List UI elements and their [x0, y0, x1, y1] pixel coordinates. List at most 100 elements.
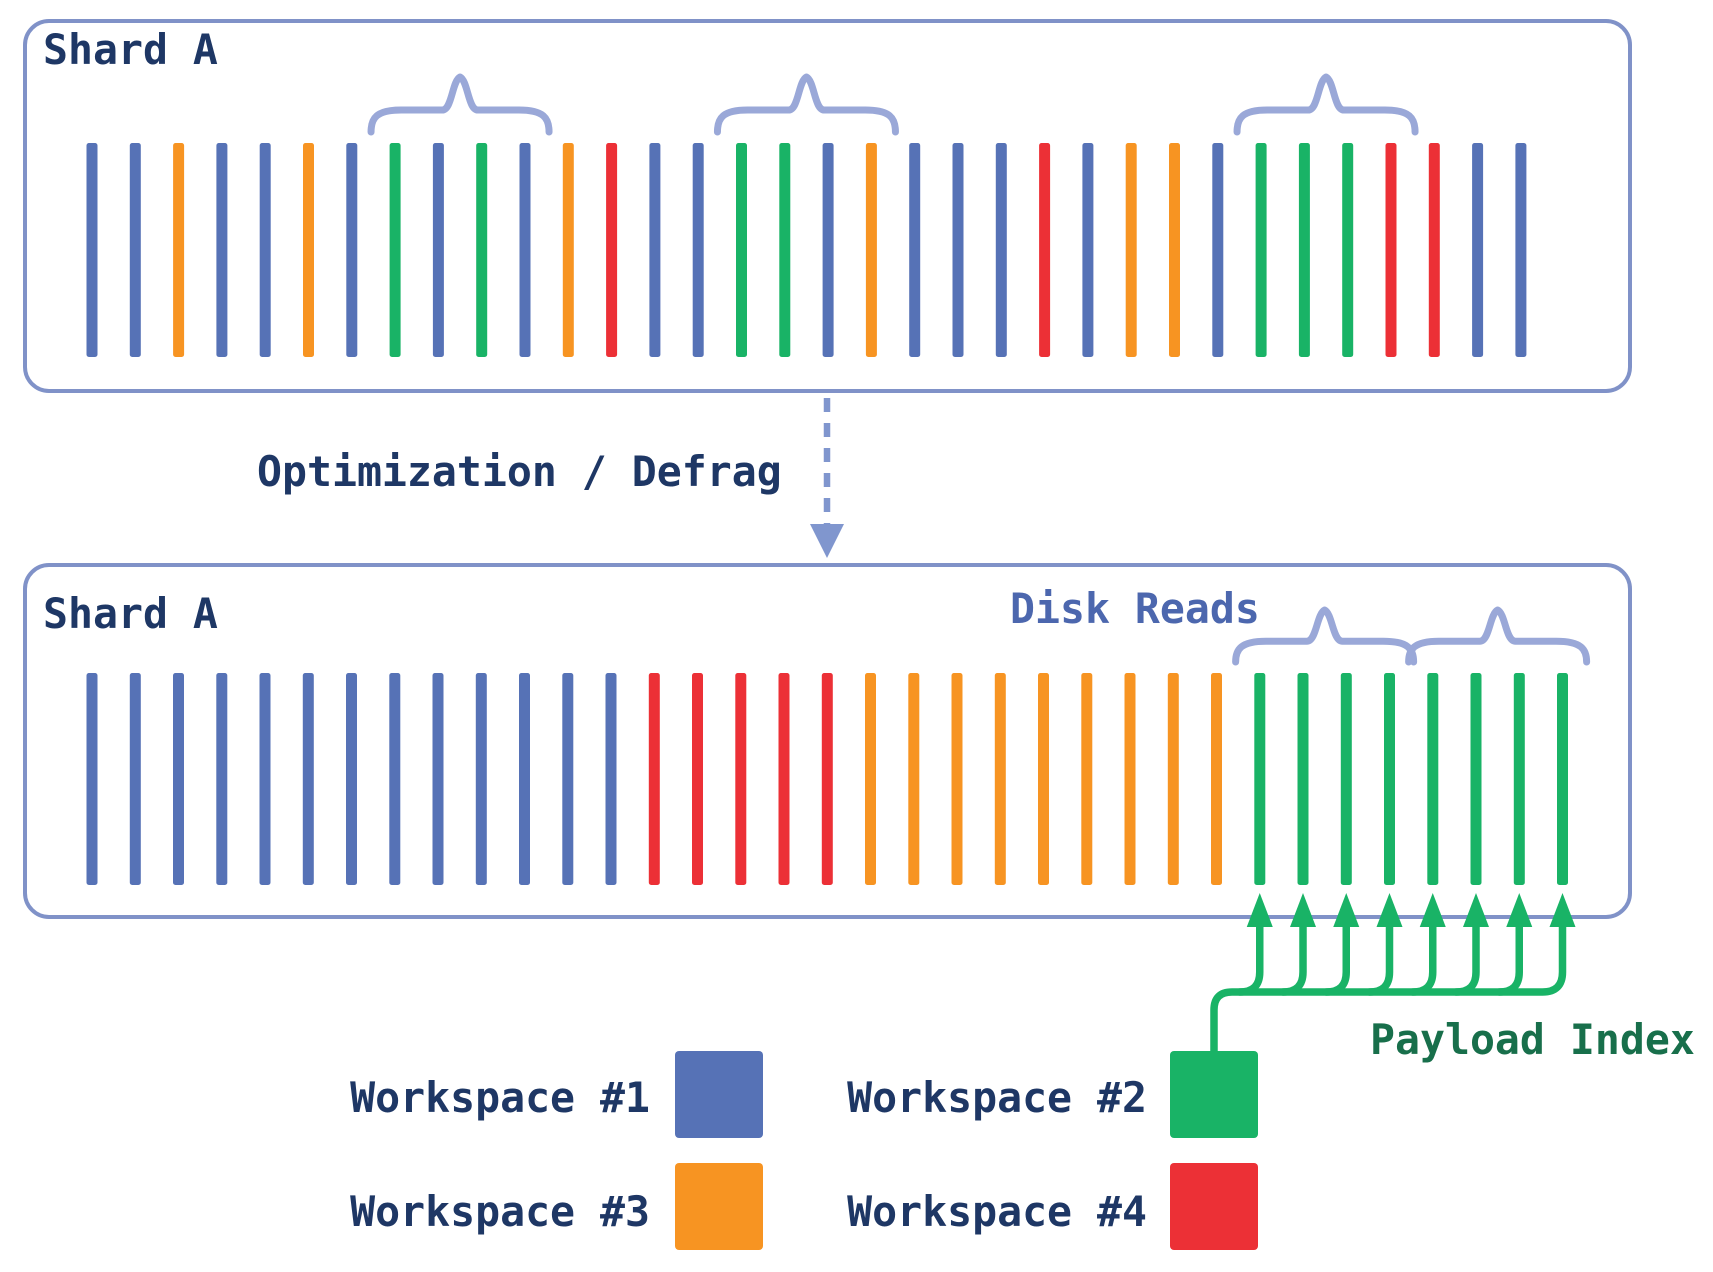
- segment-bar-workspace-1: [605, 673, 617, 885]
- segment-bar-workspace-2: [1340, 673, 1352, 885]
- segment-bar-workspace-4: [648, 673, 660, 885]
- legend-label-workspace-4: Workspace #4: [847, 1187, 1147, 1236]
- defrag-arrow-head-icon: [810, 524, 844, 558]
- segment-bar-workspace-1: [129, 143, 141, 357]
- bottom-shard-title: Shard A: [43, 589, 218, 638]
- segment-bar-workspace-1: [995, 143, 1007, 357]
- segment-bar-workspace-4: [735, 673, 747, 885]
- legend-swatch-workspace-1: [675, 1051, 763, 1138]
- segment-bar-workspace-1: [1472, 143, 1484, 357]
- segment-bar-workspace-1: [259, 673, 271, 885]
- segment-bar-workspace-4: [692, 673, 703, 885]
- segment-bar-workspace-3: [865, 673, 876, 885]
- segment-bar-workspace-2: [389, 143, 401, 357]
- payload-arrow-head-icon: [1419, 893, 1446, 927]
- segment-bar-workspace-3: [1211, 673, 1222, 885]
- disk-reads-label: Disk Reads: [1010, 584, 1260, 633]
- disk-read-brace-icon: [1232, 606, 1418, 666]
- payload-arrow-branch: [1322, 923, 1350, 996]
- payload-arrow-head-icon: [1333, 893, 1360, 927]
- segment-bar-workspace-4: [1428, 143, 1440, 357]
- segment-bar-workspace-3: [1167, 673, 1179, 885]
- segment-bar-workspace-2: [1254, 673, 1266, 885]
- bottom-shard-segments: [86, 673, 1568, 885]
- payload-arrow-branch: [1279, 923, 1307, 996]
- segment-bar-workspace-4: [1385, 143, 1397, 357]
- payload-arrow-trunk: [1210, 923, 1567, 1056]
- segment-bar-workspace-2: [476, 143, 488, 357]
- disk-read-brace-icon: [367, 73, 553, 136]
- payload-arrow-branch: [1495, 923, 1523, 996]
- segment-bar-workspace-1: [952, 143, 964, 357]
- segment-bar-workspace-1: [346, 143, 358, 357]
- segment-bar-workspace-1: [129, 673, 141, 885]
- bottom-shard-box: Shard A Disk Reads: [23, 563, 1632, 919]
- defrag-transition: Optimization / Defrag: [257, 398, 844, 558]
- segment-bar-workspace-2: [1342, 143, 1354, 357]
- segment-bar-workspace-3: [1124, 673, 1136, 885]
- segment-bar-workspace-1: [562, 673, 574, 885]
- segment-bar-workspace-3: [303, 143, 314, 357]
- segment-bar-workspace-1: [259, 143, 271, 357]
- segment-bar-workspace-4: [1039, 143, 1051, 357]
- segment-bar-workspace-3: [994, 673, 1006, 885]
- segment-bar-workspace-3: [173, 143, 185, 357]
- legend: Workspace #1 Workspace #2 Workspace #3 W…: [350, 1051, 1258, 1250]
- segment-bar-workspace-1: [86, 143, 98, 357]
- payload-index-arrows: [1210, 893, 1576, 1056]
- segment-bar-workspace-2: [1470, 673, 1482, 885]
- segment-bar-workspace-1: [649, 143, 661, 357]
- disk-read-brace-icon: [713, 73, 899, 136]
- legend-swatch-workspace-2: [1170, 1051, 1258, 1138]
- segment-bar-workspace-2: [1384, 673, 1395, 885]
- top-shard-box: Shard A: [23, 19, 1632, 393]
- payload-arrow-branch: [1236, 923, 1264, 996]
- segment-bar-workspace-1: [519, 673, 530, 885]
- payload-index-label: Payload Index: [1370, 1015, 1695, 1064]
- top-shard-segments: [86, 143, 1527, 357]
- payload-arrow-branch: [1409, 923, 1437, 996]
- disk-read-brace-icon: [1405, 606, 1591, 666]
- segment-bar-workspace-1: [432, 673, 444, 885]
- segment-bar-workspace-4: [778, 673, 790, 885]
- payload-arrow-head-icon: [1246, 893, 1273, 927]
- payload-arrow-head-icon: [1549, 893, 1576, 927]
- segment-bar-workspace-1: [216, 143, 228, 357]
- segment-bar-workspace-1: [475, 673, 487, 885]
- payload-arrow-branch: [1452, 923, 1480, 996]
- segment-bar-workspace-1: [692, 143, 704, 357]
- legend-item-workspace-2: Workspace #2: [847, 1051, 1258, 1138]
- segment-bar-workspace-3: [865, 143, 877, 357]
- segment-bar-workspace-3: [1038, 673, 1049, 885]
- segment-bar-workspace-1: [519, 143, 531, 357]
- segment-bar-workspace-1: [173, 673, 184, 885]
- legend-swatch-workspace-4: [1170, 1163, 1258, 1250]
- segment-bar-workspace-1: [909, 143, 921, 357]
- payload-arrow-head-icon: [1376, 893, 1403, 927]
- segment-bar-workspace-1: [346, 673, 357, 885]
- segment-bar-workspace-2: [1557, 673, 1568, 885]
- segment-bar-workspace-1: [822, 143, 834, 357]
- segment-bar-workspace-1: [1515, 143, 1527, 357]
- legend-item-workspace-3: Workspace #3: [350, 1163, 763, 1250]
- payload-arrow-head-icon: [1506, 893, 1533, 927]
- top-disk-read-braces: [367, 73, 1419, 136]
- segment-bar-workspace-1: [389, 673, 401, 885]
- segment-bar-workspace-2: [1297, 673, 1309, 885]
- segment-bar-workspace-3: [562, 143, 574, 357]
- legend-swatch-workspace-3: [675, 1163, 763, 1250]
- defrag-label: Optimization / Defrag: [257, 447, 782, 496]
- segment-bar-workspace-4: [821, 673, 833, 885]
- segment-bar-workspace-2: [1427, 673, 1439, 885]
- disk-read-brace-icon: [1233, 73, 1419, 136]
- legend-label-workspace-3: Workspace #3: [350, 1187, 650, 1236]
- segment-bar-workspace-2: [1255, 143, 1267, 357]
- segment-bar-workspace-2: [1513, 673, 1525, 885]
- payload-arrow-head-icon: [1290, 893, 1316, 927]
- segment-bar-workspace-1: [216, 673, 228, 885]
- legend-label-workspace-1: Workspace #1: [350, 1073, 650, 1122]
- segment-bar-workspace-3: [1125, 143, 1137, 357]
- segment-bar-workspace-2: [779, 143, 791, 357]
- segment-bar-workspace-2: [736, 143, 747, 357]
